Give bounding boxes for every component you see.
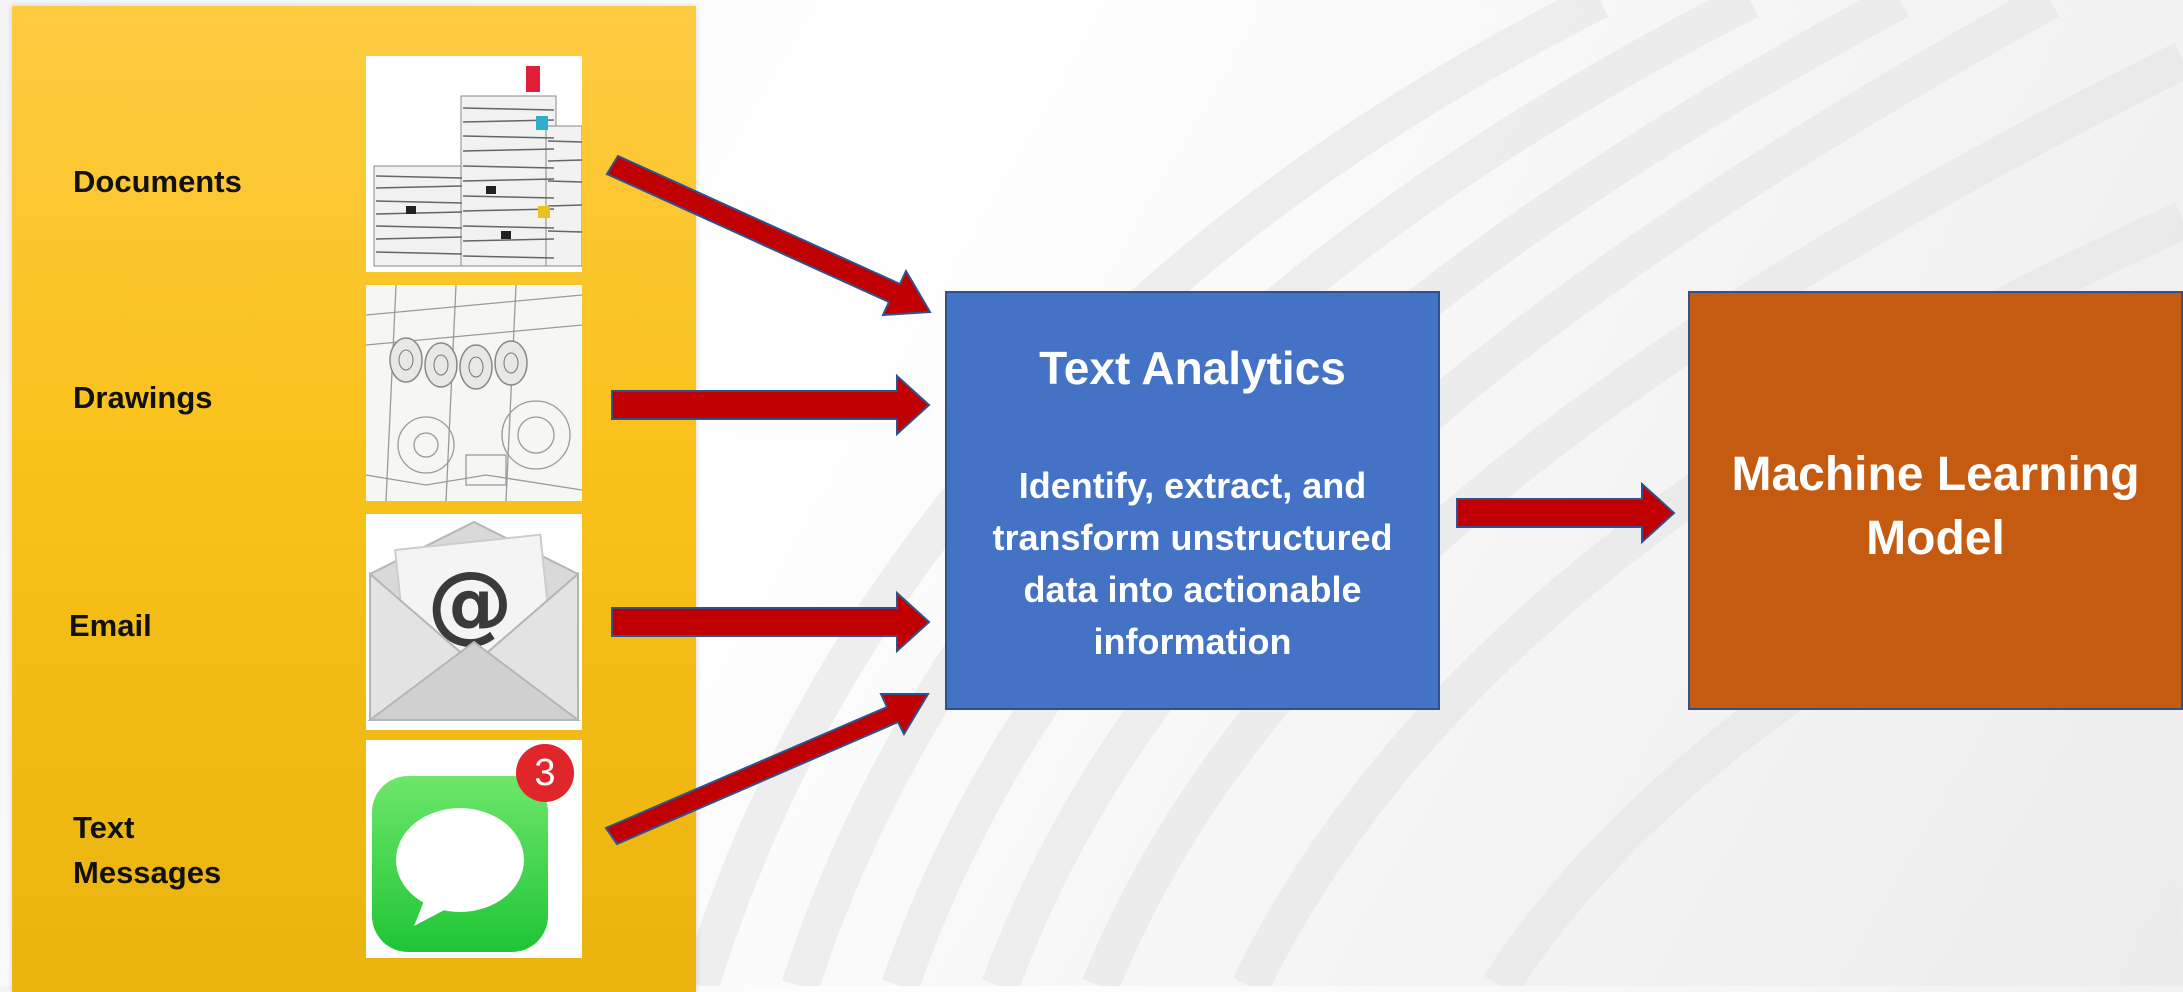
ml-model-title: Machine Learning Model [1731, 448, 2140, 565]
source-label-messages: Messages [73, 855, 222, 890]
source-label-drawings: Drawings [73, 380, 213, 415]
source-label-text: Text [73, 810, 135, 845]
source-label-documents: Documents [73, 164, 242, 199]
ml-model-box: Machine Learning Model [1688, 291, 2183, 710]
text-analytics-box: Text Analytics Identify, extract, and tr… [945, 291, 1440, 710]
email-envelope-icon: @ [366, 514, 582, 730]
document-stack-icon [366, 56, 582, 272]
source-label-email: Email [69, 608, 152, 643]
text-analytics-title: Text Analytics [1039, 342, 1346, 394]
blueprint-drawings-icon [366, 285, 582, 501]
sources-panel: Documents [12, 6, 696, 992]
notification-badge: 3 [516, 744, 574, 802]
text-analytics-description: Identify, extract, and transform unstruc… [992, 465, 1393, 662]
messages-app-icon: 3 [366, 740, 582, 958]
